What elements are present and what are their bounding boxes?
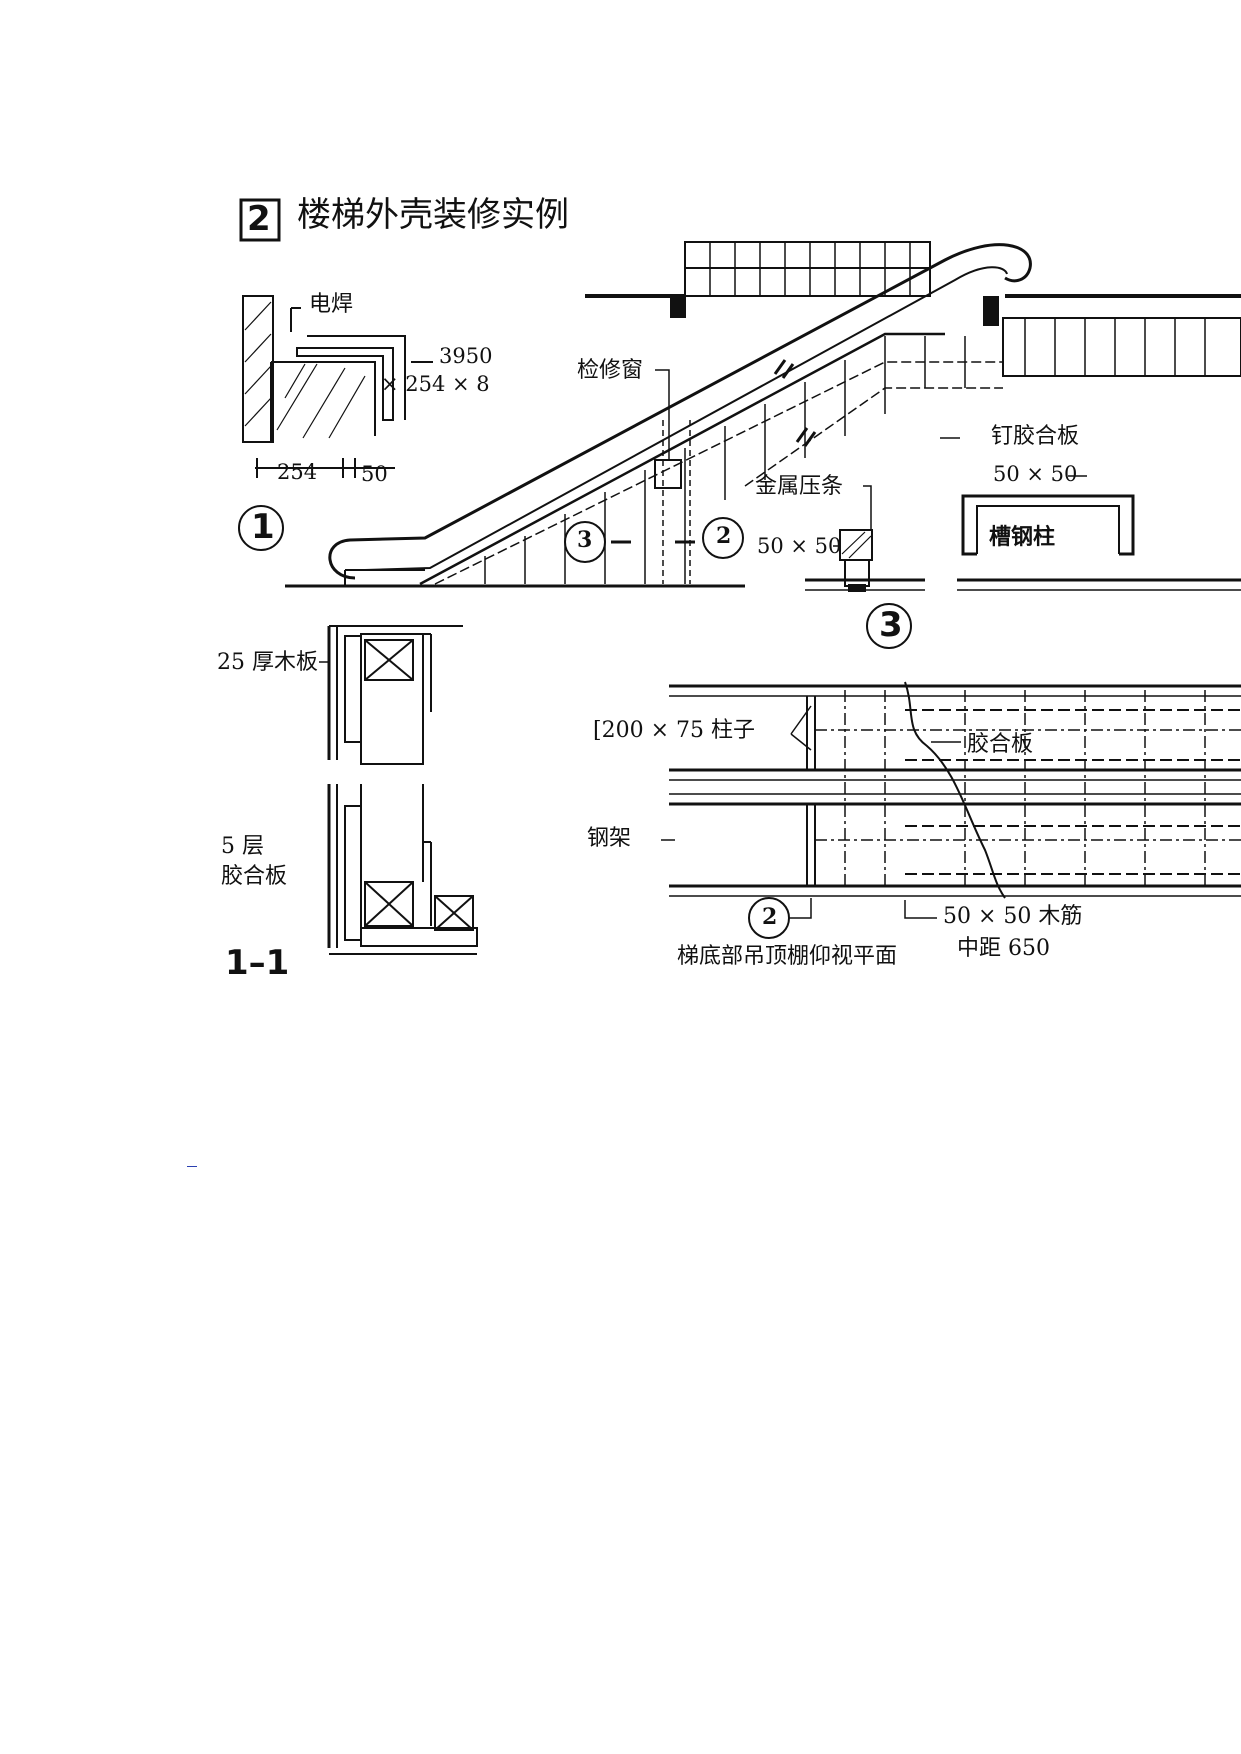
elevation-marker-2-circle: [702, 517, 744, 559]
dimension-50: 50: [361, 462, 388, 486]
elevation-marker-2: 2: [716, 523, 732, 549]
detail-3-marker-circle: [866, 603, 912, 649]
detail-3-drawing: [805, 475, 1241, 649]
detail-1-drawing: [238, 295, 433, 551]
channel-size-label: 50 × 50: [993, 462, 1078, 486]
ceiling-plan-caption: 梯底部吊顶棚仰视平面: [677, 944, 898, 969]
angle-size-line-2: × 254 × 8: [381, 372, 490, 396]
spacing-label: 中距 650: [957, 936, 1050, 961]
figure-title: 楼梯外壳装修实例: [297, 195, 569, 235]
section-1-1-label: 1–1: [225, 943, 290, 983]
detail-1-marker-circle: [238, 505, 284, 551]
batten-label: 50 × 50 木筋: [943, 904, 1083, 929]
elevation-marker-3-circle: [564, 521, 606, 563]
board-label: 25 厚木板: [217, 650, 318, 675]
metal-strip-label: 金属压条: [755, 474, 844, 499]
plan-marker-2: 2: [762, 904, 778, 930]
escalator-casing-drawing: 2 楼梯外壳装修实例 电焊 3950 × 254 × 8 254 50 1 检修…: [185, 150, 1241, 1122]
figure-number-box: [239, 198, 281, 242]
column-label: [200 × 75 柱子: [593, 718, 755, 743]
plywood-label-line-2: 胶合板: [221, 864, 288, 889]
detail-1-marker: 1: [251, 507, 275, 547]
section-1-1-drawing: [319, 625, 478, 955]
figure-number: 2: [247, 199, 271, 239]
timber-size-label: 50 × 50: [757, 534, 842, 558]
page-link-mark: [187, 1166, 197, 1167]
line-drawing: [238, 198, 1241, 955]
weld-label: 电焊: [309, 292, 354, 317]
ceiling-plan-drawing: [661, 681, 1241, 939]
dimension-254: 254: [277, 460, 318, 484]
angle-size-line-1: 3950: [439, 344, 493, 368]
channel-column-label: 槽钢柱: [989, 524, 1056, 550]
escalator-elevation: [285, 241, 1241, 588]
steel-frame-label: 钢架: [587, 826, 632, 851]
plywood-label-line-1: 5 层: [221, 834, 264, 859]
access-window-label: 检修窗: [577, 358, 644, 383]
plan-plywood-label: 胶合板: [967, 732, 1034, 757]
nailed-plywood-label: 钉胶合板: [991, 424, 1080, 449]
detail-3-marker: 3: [879, 605, 903, 645]
elevation-marker-3: 3: [577, 527, 593, 553]
